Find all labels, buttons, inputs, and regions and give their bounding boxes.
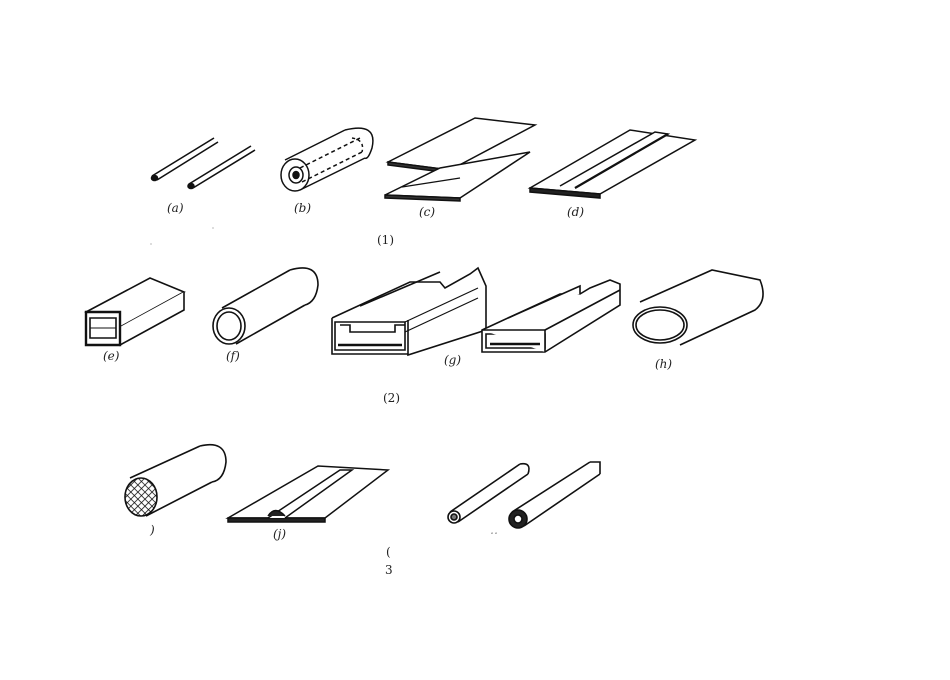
shape-e-rect-tube (86, 278, 184, 345)
shape-f-round-tube (213, 268, 318, 344)
shape-h-oval-tube (633, 270, 763, 345)
group-1-label: (1) (377, 233, 394, 247)
label-e: (e) (103, 349, 120, 363)
label-j: (j) (273, 527, 287, 541)
label-f: (f) (226, 349, 240, 363)
label-i: ) (150, 523, 155, 537)
label-c: (c) (419, 205, 436, 219)
shape-k-rods (448, 462, 600, 528)
label-g: (g) (444, 353, 462, 367)
shape-d-channel-plate (530, 130, 695, 198)
label-h: (h) (655, 357, 673, 371)
label-b: (b) (294, 201, 312, 215)
shape-a-rods (152, 138, 256, 189)
shape-b-coil (281, 128, 373, 191)
scan-marks (150, 228, 214, 244)
group-2-label: (2) (383, 391, 400, 405)
shape-i-mesh-rod (125, 445, 226, 516)
shape-j-seam-plate (228, 466, 388, 522)
group-3-label: ( (386, 545, 391, 559)
shape-g-profiles (332, 268, 620, 355)
label-k: ‥ (490, 523, 499, 537)
shape-c-plates (385, 118, 535, 201)
label-a: (a) (167, 201, 184, 215)
label-d: (d) (567, 205, 585, 219)
group-3-label-line2: 3 (385, 563, 393, 577)
